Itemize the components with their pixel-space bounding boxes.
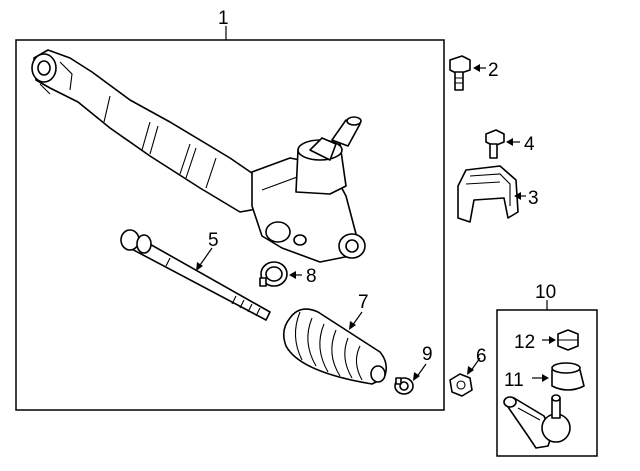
callout-6: 6: [476, 346, 487, 367]
callout-9-arrow: [413, 372, 420, 381]
bracket-bolt: [485, 129, 505, 159]
rack-boot: [282, 308, 388, 385]
steering-rack-housing: [31, 49, 366, 263]
callout-7: 7: [358, 292, 369, 313]
callout-11: 11: [504, 370, 524, 391]
callout-3-arrow: [514, 192, 521, 200]
callout-9: 9: [422, 344, 433, 365]
jam-nut: [449, 373, 473, 397]
callout-2-arrow: [473, 64, 480, 72]
small-clamp: [394, 377, 414, 395]
callout-12-arrow: [549, 336, 556, 344]
callout-11-arrow: [542, 374, 549, 382]
callout-2: 2: [488, 60, 499, 81]
callout-7-arrow: [349, 321, 356, 330]
callout-1: 1: [218, 8, 229, 29]
inner-tie-rod: [120, 229, 271, 321]
main-assembly-box: [15, 39, 445, 411]
callout-8-arrow: [289, 271, 296, 279]
mounting-bolt: [449, 55, 471, 91]
outer-tie-rod-end: [503, 394, 571, 449]
callout-5: 5: [208, 230, 219, 251]
callout-6-arrow: [467, 366, 474, 375]
ball-joint-boot: [551, 362, 585, 391]
rack-bracket: [457, 165, 519, 223]
callout-12: 12: [514, 332, 535, 353]
callout-4: 4: [524, 134, 535, 155]
castle-nut: [557, 329, 579, 351]
callout-5-arrow: [196, 262, 203, 271]
boot-clamp: [259, 261, 288, 287]
callout-10: 10: [535, 282, 556, 303]
callout-4-arrow: [506, 138, 513, 146]
callout-3: 3: [528, 188, 539, 209]
callout-8: 8: [306, 266, 317, 287]
